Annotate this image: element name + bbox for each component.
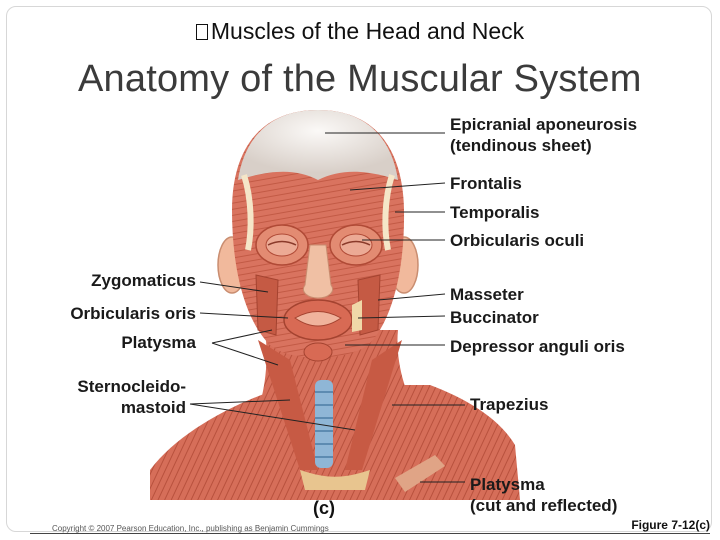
- label-temporalis: Temporalis: [450, 203, 540, 222]
- label-frontalis: Frontalis: [450, 174, 522, 193]
- label-mastoid: mastoid: [120, 398, 186, 417]
- label-trapezius: Trapezius: [470, 395, 549, 414]
- label-depressor-anguli-oris: Depressor anguli oris: [450, 337, 625, 356]
- subtitle-text: Muscles of the Head and Neck: [210, 18, 525, 44]
- slide-subtitle: Muscles of the Head and Neck: [0, 18, 720, 45]
- bullet-box-icon: [195, 24, 208, 40]
- footer-rule: [30, 533, 710, 534]
- lips: [294, 311, 342, 327]
- epicranial-aponeurosis: [238, 110, 398, 180]
- nose: [303, 244, 333, 299]
- label-zygomaticus: Zygomaticus: [91, 271, 196, 290]
- platysma-reflected: [395, 455, 445, 492]
- slide-title: Anatomy of the Muscular System: [78, 58, 642, 100]
- label-orbicularis-oris: Orbicularis oris: [70, 304, 196, 323]
- sternocleidomastoid-muscle: [258, 340, 318, 470]
- panel-label: (c): [313, 498, 335, 518]
- label-tendinous-sheet: (tendinous sheet): [450, 136, 592, 155]
- leader-lines: [189, 132, 465, 483]
- label-masseter: Masseter: [450, 285, 524, 304]
- copyright-text: Copyright © 2007 Pearson Education, Inc.…: [52, 524, 329, 533]
- label-orbicularis-oculi: Orbicularis oculi: [450, 231, 585, 250]
- figure-reference: Figure 7-12(c): [631, 518, 710, 532]
- orbicularis-oculi-muscle: [255, 224, 383, 266]
- label-epicranial-aponeurosis: Epicranial aponeurosis: [450, 115, 638, 134]
- slide-frame: [6, 6, 712, 532]
- label-buccinator: Buccinator: [450, 308, 539, 327]
- label-platysma-reflected: Platysma: [470, 475, 545, 494]
- label-platysma: Platysma: [121, 333, 196, 352]
- label-cut-and-reflected: (cut and reflected): [470, 496, 618, 515]
- buccinator-muscle: [352, 300, 362, 332]
- trachea: [315, 380, 333, 468]
- chin: [303, 342, 333, 362]
- label-sternocleidomastoid: Sternocleido-: [77, 377, 186, 396]
